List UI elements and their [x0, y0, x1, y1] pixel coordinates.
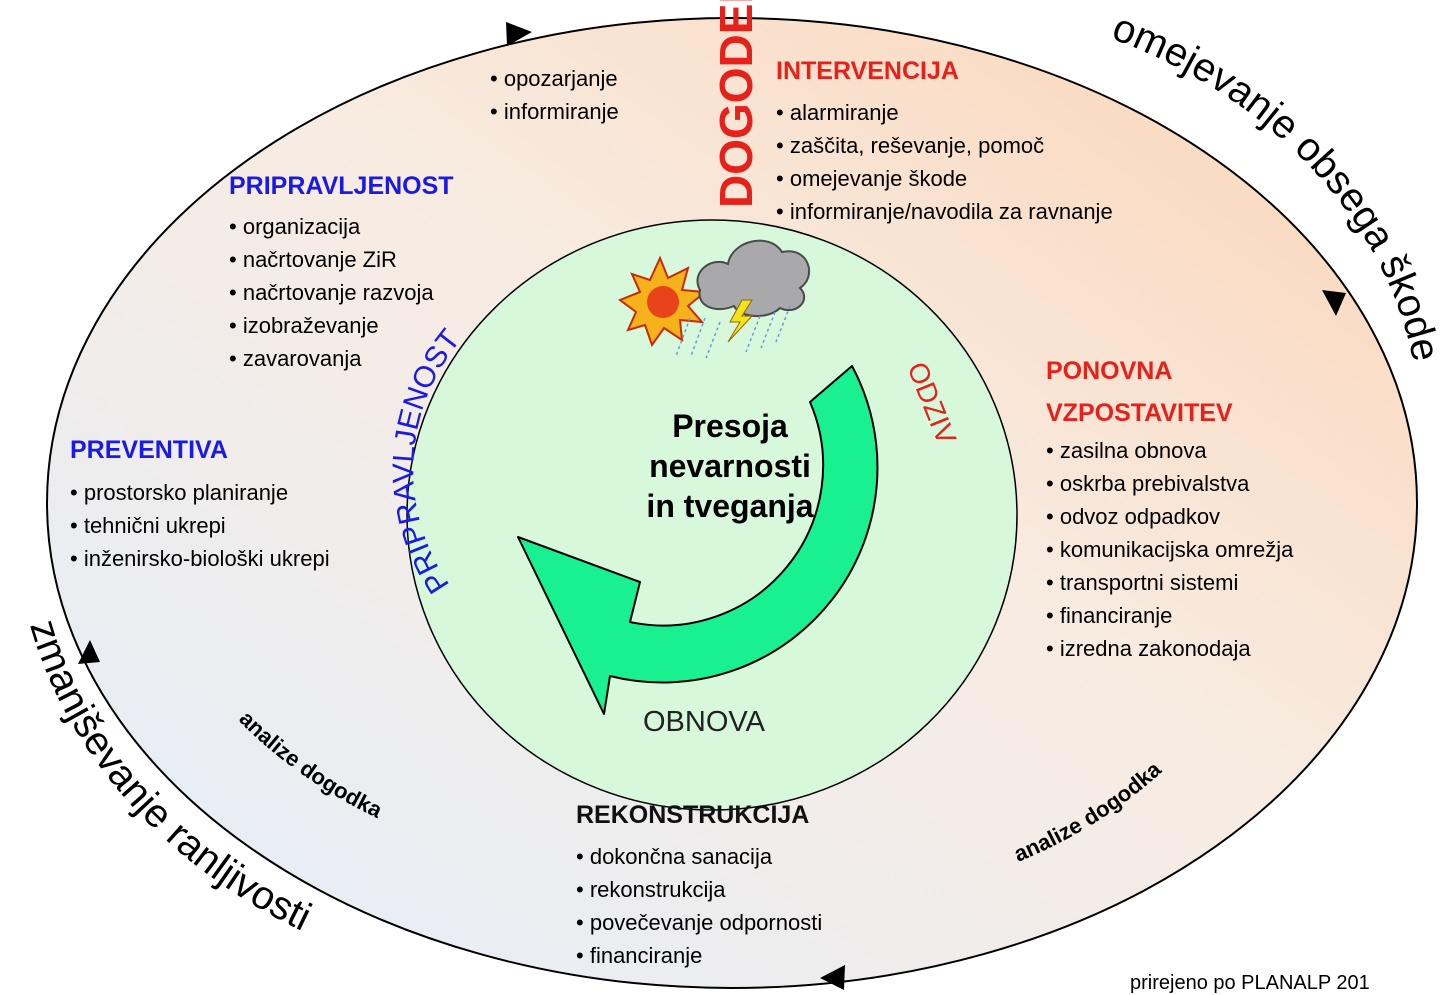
preventiva-list: prostorsko planiranje tehnični ukrepi in… [70, 476, 330, 575]
pripravljenost-list: organizacija načrtovanje ZiR načrtovanje… [229, 210, 434, 375]
list-item: omejevanje škode [776, 162, 1113, 195]
event-label: DOGODEK [710, 0, 762, 208]
sun-icon [617, 255, 708, 348]
ponovna-title-line2: VZPOSTAVITEV [1046, 399, 1233, 427]
circular-arrow [517, 365, 879, 715]
list-item: zavarovanja [229, 342, 434, 375]
list-item: odvoz odpadkov [1046, 500, 1293, 533]
list-item: organizacija [229, 210, 434, 243]
warning-list: opozarjanje informiranje [490, 62, 619, 128]
storm-cloud-icon [675, 239, 811, 359]
center-title-line: in tveganja [646, 488, 814, 524]
list-item: tehnični ukrepi [70, 509, 330, 542]
ponovna-title-line1: PONOVNA [1046, 357, 1173, 385]
outer-arrow-right [1322, 290, 1346, 316]
ponovna-title: PONOVNA VZPOSTAVITEV [1046, 350, 1233, 434]
list-item: načrtovanje razvoja [229, 276, 434, 309]
center-title: Presoja nevarnosti in tveganja [610, 406, 850, 526]
outer-arrow-top [506, 22, 532, 46]
rekonstrukcija-list: dokončna sanacija rekonstrukcija povečev… [576, 840, 822, 972]
preventiva-title: PREVENTIVA [70, 436, 228, 464]
center-title-line: nevarnosti [649, 448, 811, 484]
intervencija-list: alarmiranje zaščita, reševanje, pomoč om… [776, 96, 1113, 228]
list-item: rekonstrukcija [576, 873, 822, 906]
list-item: komunikacijska omrežja [1046, 533, 1294, 566]
list-item: prostorsko planiranje [70, 476, 330, 509]
source-note: prirejeno po PLANALP 201 [1130, 972, 1370, 994]
ponovna-list: zasilna obnova oskrba prebivalstva odvoz… [1046, 434, 1294, 665]
list-item: izredna zakonodaja [1046, 632, 1293, 665]
center-title-line: Presoja [672, 408, 788, 444]
list-item: alarmiranje [776, 96, 1113, 129]
inner-obnova-label: OBNOVA [643, 706, 765, 738]
intervencija-title: INTERVENCIJA [776, 57, 959, 85]
list-item: dokončna sanacija [576, 840, 822, 873]
list-item: zaščita, reševanje, pomoč [776, 129, 1113, 162]
list-item: opozarjanje [490, 62, 619, 95]
list-item: financiranje [576, 939, 822, 972]
list-item: povečevanje odpornosti [576, 906, 822, 939]
outer-arrow-bottom [820, 965, 845, 990]
list-item: inženirsko-biološki ukrepi [70, 542, 330, 575]
list-item: načrtovanje ZiR [229, 243, 434, 276]
list-item: zasilna obnova [1046, 434, 1293, 467]
outer-arrow-left [78, 640, 100, 664]
inner-circle [406, 219, 1018, 811]
list-item: transportni sistemi [1046, 566, 1293, 599]
rekonstrukcija-title: REKONSTRUKCIJA [576, 801, 810, 829]
pripravljenost-title: PRIPRAVLJENOST [229, 172, 454, 200]
list-item: financiranje [1046, 599, 1293, 632]
list-item: informiranje [490, 95, 619, 128]
list-item: izobraževanje [229, 309, 434, 342]
list-item: informiranje/navodila za ravnanje [776, 195, 1113, 228]
list-item: oskrba prebivalstva [1046, 467, 1293, 500]
